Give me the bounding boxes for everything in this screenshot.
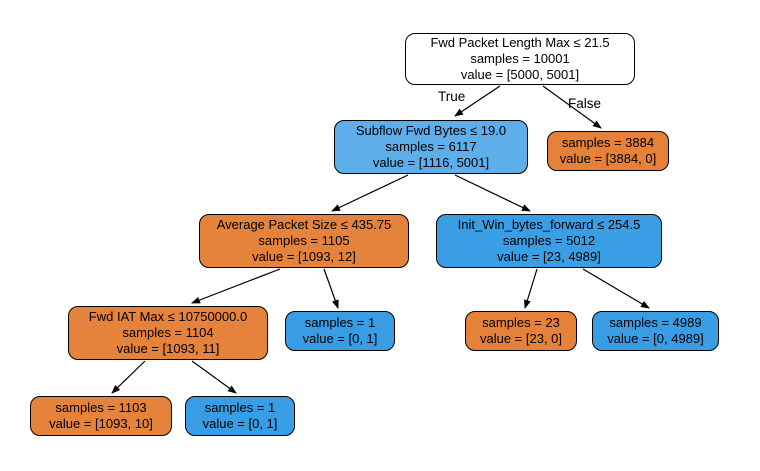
node-value: value = [0, 1] — [302, 331, 378, 346]
node-condition: Fwd Packet Length Max ≤ 21.5 — [430, 35, 610, 50]
node-condition: Subflow Fwd Bytes ≤ 19.0 — [355, 123, 507, 138]
tree-node-root-fwd-packet-length-max: Fwd Packet Length Max ≤ 21.5 samples = 1… — [405, 33, 635, 85]
node-samples: samples = 1 — [304, 315, 376, 330]
node-value: value = [1093, 12] — [252, 249, 356, 264]
tree-edge — [542, 85, 602, 129]
node-samples: samples = 1103 — [55, 400, 147, 415]
node-samples: samples = 1 — [204, 400, 276, 415]
tree-leaf-samples-1-left: samples = 1 value = [0, 1] — [285, 311, 395, 351]
node-samples: samples = 4989 — [609, 315, 702, 330]
tree-edge — [454, 174, 531, 212]
edge-label-true: True — [438, 89, 466, 104]
tree-leaf-samples-1103: samples = 1103 value = [1093, 10] — [30, 396, 172, 436]
node-samples: samples = 1105 — [258, 233, 350, 248]
tree-leaf-samples-23: samples = 23 value = [23, 0] — [465, 311, 577, 351]
node-samples: samples = 5012 — [502, 233, 596, 248]
tree-edge — [111, 360, 146, 394]
tree-node-init-win-bytes-forward: Init_Win_bytes_forward ≤ 254.5 samples =… — [436, 214, 662, 268]
node-value: value = [23, 4989] — [497, 249, 601, 264]
tree-leaf-samples-3884: samples = 3884 value = [3884, 0] — [547, 131, 669, 171]
node-value: value = [1116, 5001] — [372, 155, 490, 170]
node-condition: Init_Win_bytes_forward ≤ 254.5 — [457, 217, 641, 232]
tree-edge — [524, 268, 538, 309]
tree-edge — [191, 268, 281, 304]
node-value: value = [3884, 0] — [559, 151, 657, 166]
tree-edge — [331, 174, 409, 212]
node-samples: samples = 3884 — [561, 135, 655, 150]
node-condition: Average Packet Size ≤ 435.75 — [216, 217, 392, 232]
node-value: value = [23, 0] — [479, 331, 563, 346]
node-value: value = [0, 4989] — [607, 331, 704, 346]
tree-node-average-packet-size: Average Packet Size ≤ 435.75 samples = 1… — [199, 214, 409, 268]
node-value: value = [0, 1] — [202, 416, 278, 431]
tree-edge — [582, 268, 650, 309]
node-value: value = [1093, 11] — [116, 341, 220, 356]
node-samples: samples = 1104 — [122, 325, 214, 340]
tree-leaf-samples-1-bottom: samples = 1 value = [0, 1] — [185, 396, 295, 436]
node-condition: Fwd IAT Max ≤ 10750000.0 — [88, 309, 248, 324]
tree-node-subflow-fwd-bytes: Subflow Fwd Bytes ≤ 19.0 samples = 6117 … — [334, 120, 528, 174]
node-value: value = [5000, 5001] — [460, 67, 580, 82]
node-samples: samples = 23 — [482, 315, 560, 330]
edge-label-false: False — [568, 96, 602, 111]
tree-node-fwd-iat-max: Fwd IAT Max ≤ 10750000.0 samples = 1104 … — [68, 306, 268, 360]
tree-edge — [191, 360, 237, 394]
node-samples: samples = 10001 — [470, 51, 570, 66]
node-samples: samples = 6117 — [385, 139, 477, 154]
tree-edge — [323, 268, 339, 309]
node-value: value = [1093, 10] — [49, 416, 153, 431]
tree-leaf-samples-4989: samples = 4989 value = [0, 4989] — [592, 311, 719, 351]
tree-edge — [454, 85, 501, 117]
